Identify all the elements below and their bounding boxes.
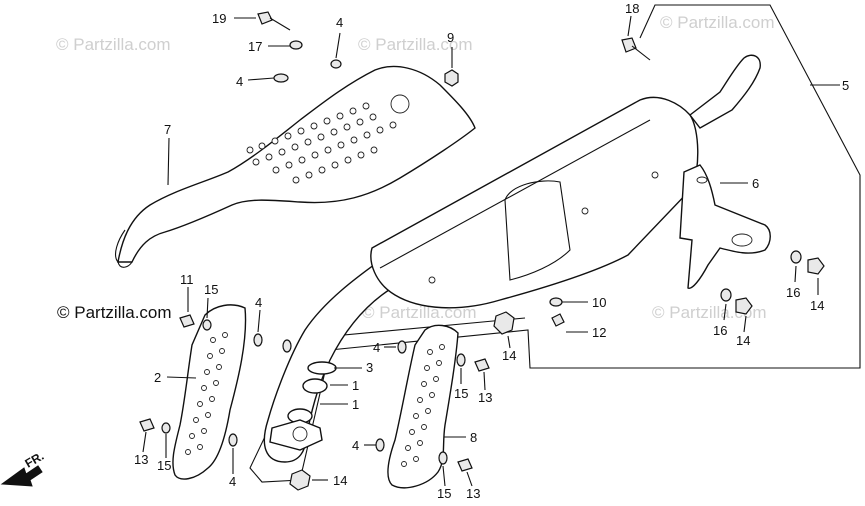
callout-16: 16: [786, 285, 800, 300]
callout-10: 10: [592, 295, 606, 310]
callout-14: 14: [810, 298, 824, 313]
heat-protector-perforation: [246, 102, 397, 184]
callout-6: 6: [752, 176, 759, 191]
callout-18: 18: [625, 1, 639, 16]
callout-9: 9: [447, 30, 454, 45]
callout-1: 1: [352, 397, 359, 412]
protector-8: [387, 324, 459, 489]
callout-8: 8: [470, 430, 477, 445]
leader-lines: [142, 15, 840, 487]
watermark: © Partzilla.com: [358, 35, 473, 54]
callout-15: 15: [157, 458, 171, 473]
callout-13: 13: [478, 390, 492, 405]
callout-14: 14: [333, 473, 347, 488]
callout-19: 19: [212, 11, 226, 26]
callout-4: 4: [229, 474, 236, 489]
callout-16: 16: [713, 323, 727, 338]
callout-1: 1: [352, 378, 359, 393]
exhaust-joint-parts: [269, 361, 337, 451]
fasteners: [139, 11, 825, 491]
callout-2: 2: [154, 370, 161, 385]
callout-3: 3: [366, 360, 373, 375]
callout-15: 15: [204, 282, 218, 297]
watermark: © Partzilla.com: [660, 13, 775, 32]
callout-numbers: 19 17 4 4 9 18 7 5 6 16 14 16 14 10 12 1…: [134, 1, 849, 501]
callout-4: 4: [336, 15, 343, 30]
muffler-stay: [679, 164, 771, 289]
callout-12: 12: [592, 325, 606, 340]
callout-15: 15: [437, 486, 451, 501]
front-label: FR.: [23, 449, 47, 471]
callout-4: 4: [373, 340, 380, 355]
muffler-group-outline: [249, 4, 861, 483]
callout-13: 13: [466, 486, 480, 501]
callout-7: 7: [164, 122, 171, 137]
heat-protector: [115, 65, 476, 268]
callout-14: 14: [736, 333, 750, 348]
front-direction-indicator: FR.: [0, 449, 47, 487]
protector-2: [172, 304, 247, 480]
callout-13: 13: [134, 452, 148, 467]
watermark-prominent: © Partzilla.com: [57, 303, 172, 322]
callout-4: 4: [255, 295, 262, 310]
callout-5: 5: [842, 78, 849, 93]
callout-15: 15: [454, 386, 468, 401]
watermark: © Partzilla.com: [56, 35, 171, 54]
callout-4: 4: [352, 438, 359, 453]
callout-11: 11: [180, 272, 194, 287]
callout-17: 17: [248, 39, 262, 54]
front-arrow-icon: [0, 465, 43, 487]
callout-4: 4: [236, 74, 243, 89]
callout-14: 14: [502, 348, 516, 363]
